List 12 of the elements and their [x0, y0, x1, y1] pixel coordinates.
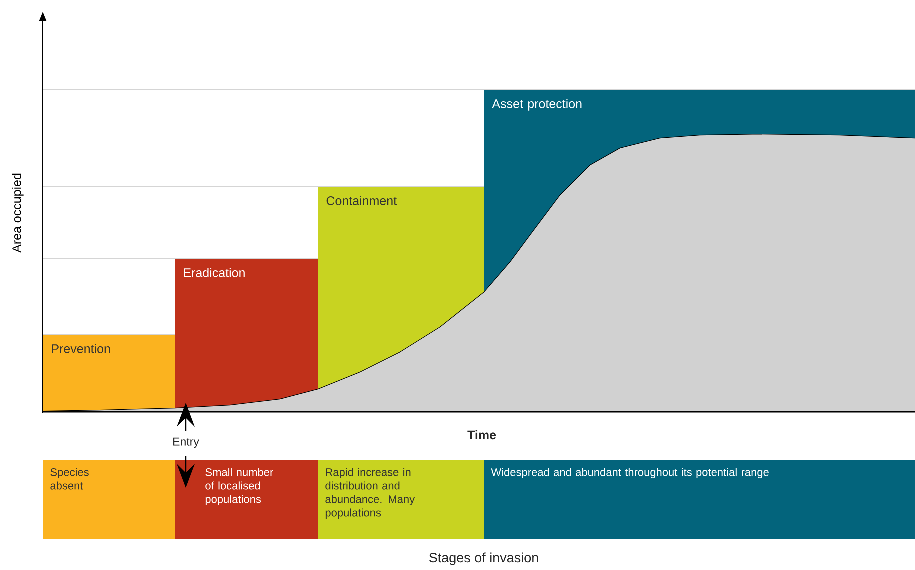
stage-description-box: Species absent [43, 460, 175, 539]
axis-label: Time [468, 430, 496, 440]
stage-box: Containment [318, 187, 484, 389]
axis-label: Area occupied [12, 174, 24, 253]
stage-description-box: Widespread and abundant throughout its potential range [484, 460, 915, 539]
stage-description-box: Rapid increase in distribution and abundance. Many populations [318, 460, 484, 539]
stage-description-box: Small number of localised populations [175, 460, 318, 539]
caption: Stages of invasion [429, 552, 538, 566]
entry-label: Entry [174, 438, 200, 448]
stage-box: Prevention [43, 335, 175, 411]
stage-box: Asset protection [484, 90, 915, 292]
stage-box: Eradication [175, 259, 318, 408]
